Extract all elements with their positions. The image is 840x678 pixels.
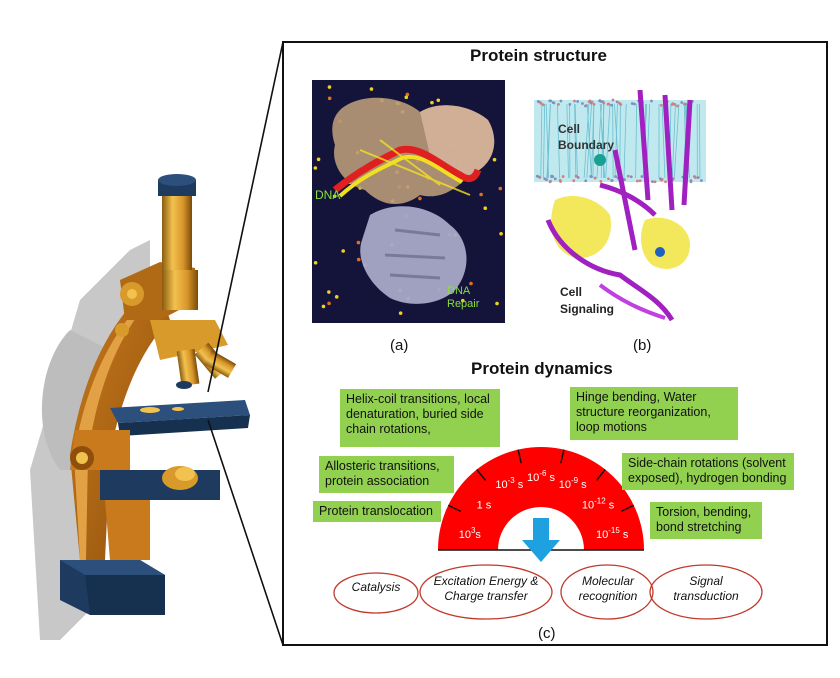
zoom-line-bottom — [207, 419, 284, 646]
dna-repair-label-line1: DNA — [447, 285, 471, 297]
timescale-label: 10-6 s — [527, 469, 555, 484]
timescale-label: 1 s — [477, 499, 492, 511]
outcome-oval — [649, 564, 763, 620]
down-arrow-icon — [522, 518, 560, 562]
motion-box-side-chain: Side-chain rotations (solvent exposed), … — [622, 453, 794, 490]
motion-box-hinge-bending: Hinge bending, Water structure reorganiz… — [570, 387, 738, 440]
timescale-label: 10-3 s — [495, 476, 523, 491]
timescale-label: 10-15 s — [596, 526, 629, 541]
outcome-signal-transduction: Signal transduction — [673, 574, 739, 603]
dna-label: DNA — [315, 188, 340, 202]
outcome-oval — [560, 564, 654, 620]
timescale-dial: 103s 1 s10-3 s 10-6 s 10-9 s 10-12 s 10-15 s — [438, 447, 644, 551]
motion-box-helix-coil: Helix-coil transitions, local denaturati… — [340, 389, 500, 447]
zoom-line-top — [207, 41, 284, 393]
motion-box-allosteric: Allosteric transitions, protein associat… — [319, 456, 454, 493]
caption-a: (a) — [390, 337, 409, 354]
outcome-oval — [419, 564, 553, 620]
cell-boundary-label-line2: Boundary — [558, 138, 614, 152]
protein-dynamics-title: Protein dynamics — [471, 359, 613, 378]
outcome-ovals — [333, 564, 763, 620]
microscope-illustration — [30, 174, 250, 640]
cell-signaling-label-line1: Cell — [560, 285, 582, 299]
motion-box-torsion: Torsion, bending, bond stretching — [650, 502, 762, 539]
protein-image-a — [312, 80, 505, 323]
timescale-label: 10-12 s — [582, 496, 615, 511]
cell-signaling-label-line2: Signaling — [560, 302, 614, 316]
caption-c: (c) — [538, 625, 556, 642]
protein-image-b — [534, 89, 706, 322]
dna-repair-label-line2: Repair — [447, 298, 480, 310]
outcome-catalysis: Catalysis — [351, 580, 401, 594]
motion-box-translocation: Protein translocation — [313, 501, 441, 522]
cell-boundary-label-line1: Cell — [558, 122, 580, 136]
protein-structure-title: Protein structure — [470, 46, 607, 65]
timescale-label: 10-9 s — [559, 476, 587, 491]
timescale-label: 103s — [459, 526, 482, 541]
outcome-molecular-recognition: Molecular recognition — [578, 574, 638, 603]
outcome-oval — [333, 572, 419, 614]
outcome-excitation-energy: Excitation Energy & Charge transfer — [433, 574, 539, 603]
caption-b: (b) — [633, 337, 652, 354]
